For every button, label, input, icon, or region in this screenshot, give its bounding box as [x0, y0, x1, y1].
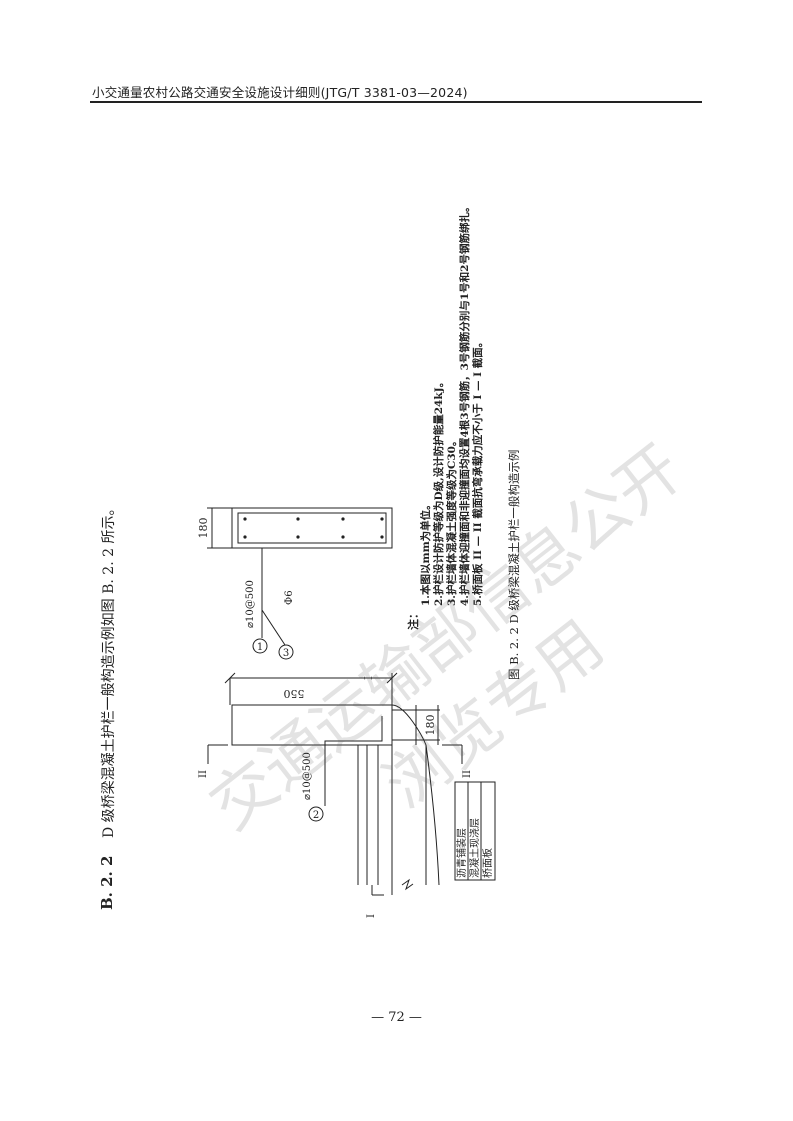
- running-header: 小交通量农村公路交通安全设施设计细则(JTG/T 3381-03—2024): [92, 85, 468, 100]
- rebar-1-line: [324, 716, 383, 745]
- rebar-dot: [341, 535, 345, 539]
- layer-label-concrete: 混凝土现浇层: [468, 818, 481, 878]
- callout-2-label: 2: [313, 810, 319, 821]
- callout-3-label: 3: [283, 648, 289, 659]
- dim-180-section-label: 180: [197, 518, 210, 539]
- layer-label-asphalt: 沥青铺装层: [455, 828, 468, 878]
- rebar-dot: [296, 517, 300, 521]
- callout-1-label: 1: [257, 642, 263, 653]
- rebar-dot: [380, 535, 384, 539]
- layer-label-slab: 桥面板: [481, 848, 494, 878]
- dim-550-tick-l: [224, 672, 236, 684]
- section-box-inner: [237, 512, 387, 544]
- cut-I-left-label: I: [366, 914, 377, 918]
- rebar-dot: [296, 535, 300, 539]
- rebar-3-label: Φ6: [284, 590, 295, 605]
- rebar-dot: [380, 517, 384, 521]
- rebar-2-label: ⌀10@500: [302, 752, 313, 800]
- dim-550-label: 550: [284, 687, 305, 700]
- leader-3: [261, 609, 286, 646]
- rebar-dot: [243, 517, 247, 521]
- guardrail-cap: [231, 704, 393, 746]
- break-mark: [401, 878, 414, 891]
- header-rule: [90, 101, 702, 103]
- rebar-dot: [341, 517, 345, 521]
- cut-I-right-label: I: [364, 676, 375, 680]
- dim-180-cap-label: 180: [424, 715, 437, 736]
- section-box-outer: [231, 507, 393, 549]
- layer-legend-box: [454, 781, 496, 881]
- callout-1-circle: [252, 638, 268, 654]
- callout-3-circle: [278, 644, 294, 660]
- rebar-1-label: ⌀10@500: [245, 580, 256, 628]
- cut-II-right-label: II: [462, 770, 473, 778]
- dim-550-tick-r2: [386, 672, 398, 684]
- callout-2-circle: [308, 806, 324, 822]
- page-number: — 72 —: [371, 1010, 422, 1025]
- rebar-dot: [243, 535, 247, 539]
- deck-slab-bottom: [391, 704, 440, 886]
- cut-II-left-label: II: [198, 770, 209, 778]
